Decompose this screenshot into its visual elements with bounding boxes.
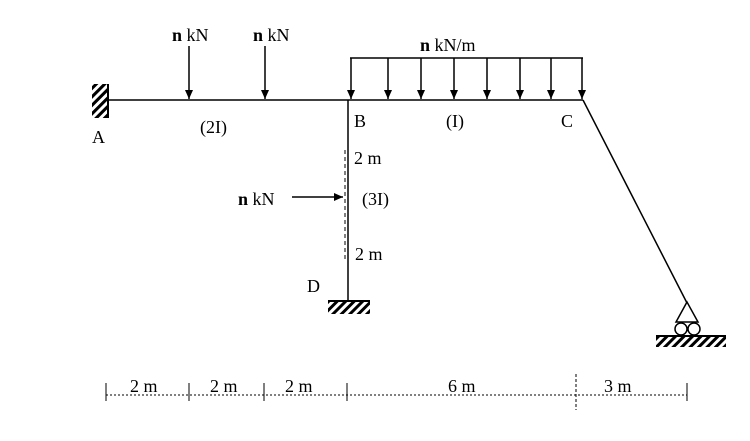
distributed-load-label: n kN/m	[420, 35, 476, 55]
fixed-support-a	[92, 84, 109, 118]
fixed-support-d	[328, 300, 370, 314]
point-load-label-2: n kN	[253, 25, 290, 45]
horizontal-load-label: n kN	[238, 189, 275, 209]
node-label-b: B	[354, 111, 366, 131]
column-dim-upper: 2 m	[354, 148, 382, 168]
node-label-c: C	[561, 111, 573, 131]
dimension-line	[105, 374, 688, 410]
point-load-label-1: n kN	[172, 25, 209, 45]
column-dim-lower: 2 m	[355, 244, 383, 264]
node-label-a: A	[92, 127, 105, 147]
inclined-member-c	[582, 99, 688, 304]
member-label-bc: (I)	[446, 111, 464, 132]
roller-support	[656, 300, 726, 347]
dim-label-4: 6 m	[448, 376, 476, 396]
dim-label-3: 2 m	[285, 376, 313, 396]
distributed-load	[347, 57, 586, 99]
member-label-bd: (3I)	[362, 189, 389, 210]
dim-label-5: 3 m	[604, 376, 632, 396]
dim-label-1: 2 m	[130, 376, 158, 396]
dim-label-2: 2 m	[210, 376, 238, 396]
node-label-d: D	[307, 276, 320, 296]
member-label-ab: (2I)	[200, 117, 227, 138]
